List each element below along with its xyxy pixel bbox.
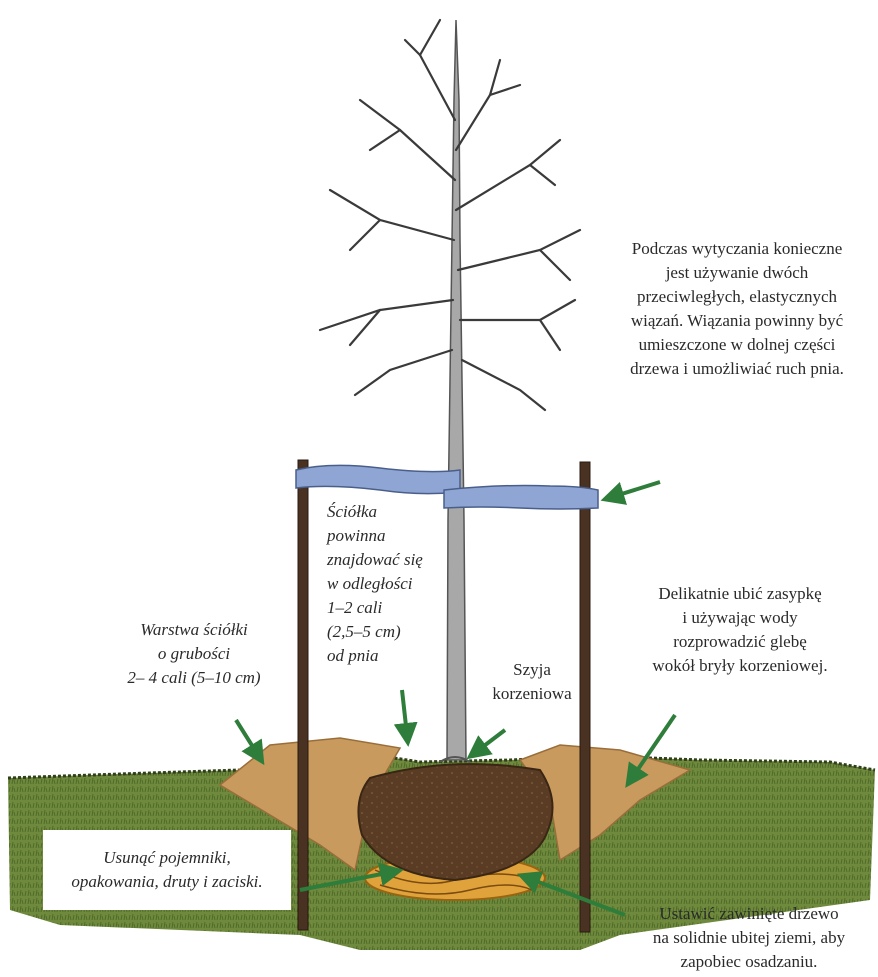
backfill-note: Delikatnie ubić zasypkę i używając wody … [620,582,860,678]
mulch-distance-line: znajdować się [327,548,447,572]
staking-line: wiązań. Wiązania powinny być [598,309,876,333]
staking-note: Podczas wytyczania konieczne jest używan… [598,237,876,381]
staking-line: drzewa i umożliwiać ruch pnia. [598,357,876,381]
root-flare-line: korzeniowa [482,682,582,706]
backfill-line: Delikatnie ubić zasypkę [620,582,860,606]
firm-soil-note: Ustawić zawinięte drzewo na solidnie ubi… [622,902,876,974]
staking-line: umieszczone w dolnej części [598,333,876,357]
mulch-layer-note: Warstwa ściółki o grubości 2– 4 cali (5–… [100,618,288,690]
mulch-distance-line: w odległości [327,572,447,596]
remove-materials-note: Usunąć pojemniki, opakowania, druty i za… [49,846,285,894]
left-stake [298,460,308,930]
staking-line: jest używanie dwóch [598,261,876,285]
arrow-mulch-layer [236,720,258,755]
remove-materials-box: Usunąć pojemniki, opakowania, druty i za… [43,830,291,910]
backfill-line: rozprowadzić glebę [620,630,860,654]
backfill-line: i używając wody [620,606,860,630]
mulch-distance-line: 1–2 cali [327,596,447,620]
root-flare-note: Szyja korzeniowa [482,658,582,706]
mulch-distance-line: od pnia [327,644,447,668]
mulch-layer-line: o grubości [100,642,288,666]
staking-line: Podczas wytyczania konieczne [598,237,876,261]
mulch-distance-note: Ściółka powinna znajdować się w odległoś… [327,500,447,668]
backfill-line: wokół bryły korzeniowej. [620,654,860,678]
mulch-layer-line: 2– 4 cali (5–10 cm) [100,666,288,690]
mulch-distance-line: powinna [327,524,447,548]
left-tie [296,465,460,493]
staking-line: przeciwległych, elastycznych [598,285,876,309]
arrow-tie [612,482,660,497]
remove-materials-line: Usunąć pojemniki, [49,846,285,870]
arrow-mulch-distance [402,690,407,735]
firm-soil-line: zapobiec osadzaniu. [622,950,876,974]
right-tie [444,486,598,510]
mulch-distance-line: (2,5–5 cm) [327,620,447,644]
root-flare-line: Szyja [482,658,582,682]
firm-soil-line: na solidnie ubitej ziemi, aby [622,926,876,950]
mulch-distance-line: Ściółka [327,500,447,524]
firm-soil-line: Ustawić zawinięte drzewo [622,902,876,926]
arrow-root-flare [476,730,505,752]
branches [320,20,580,410]
trunk [447,20,466,760]
remove-materials-line: opakowania, druty i zaciski. [49,870,285,894]
mulch-layer-line: Warstwa ściółki [100,618,288,642]
